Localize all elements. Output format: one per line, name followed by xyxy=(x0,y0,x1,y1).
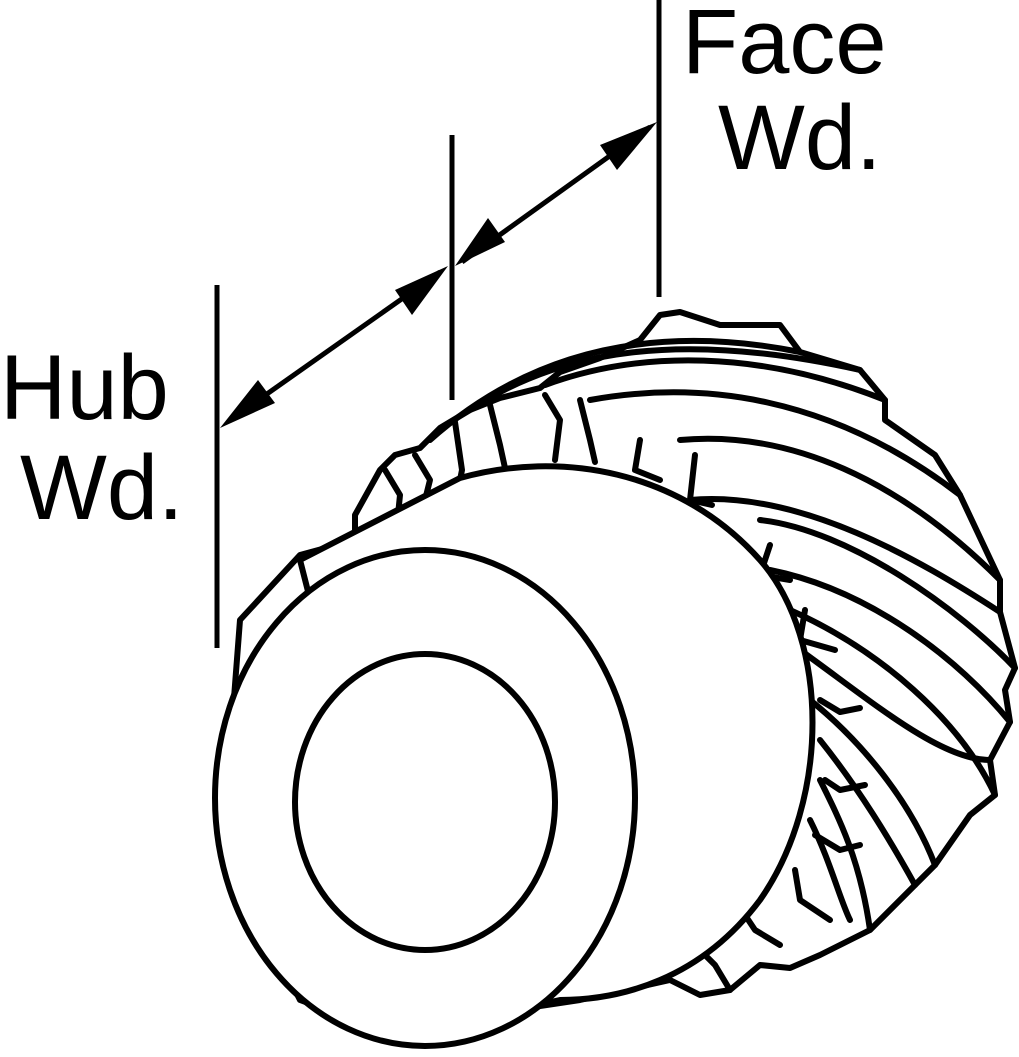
face-arrow-left xyxy=(455,218,505,266)
dimension-lines xyxy=(214,0,662,648)
face-arrow-right xyxy=(600,122,657,170)
hub-width-label-line2: Wd. xyxy=(20,437,184,539)
bore xyxy=(292,651,558,953)
hub xyxy=(212,463,816,1049)
face-width-label-line2: Wd. xyxy=(718,87,882,189)
hub-arrow-right xyxy=(395,266,448,315)
hub-width-label-line1: Hub xyxy=(0,337,169,439)
hub-face xyxy=(212,547,638,1049)
hub-arrow-left xyxy=(220,380,275,428)
face-width-label-line1: Face xyxy=(682,0,887,93)
